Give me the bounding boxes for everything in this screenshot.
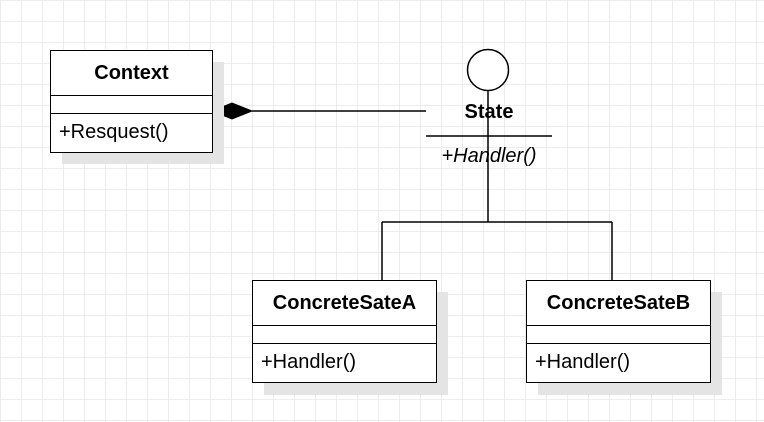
concrete-state-a-attributes bbox=[253, 326, 436, 344]
concrete-state-a-operation: +Handler() bbox=[261, 351, 357, 373]
context-class[interactable]: Context +Resquest() bbox=[50, 50, 213, 153]
context-class-operation: +Resquest() bbox=[59, 121, 169, 143]
state-interface-operation: +Handler() bbox=[441, 145, 537, 167]
concrete-state-b-operation: +Handler() bbox=[535, 351, 631, 373]
interface-lollipop-icon[interactable] bbox=[466, 48, 510, 92]
concrete-state-b-attributes bbox=[527, 326, 710, 344]
state-interface-name[interactable]: State bbox=[464, 101, 514, 123]
concrete-state-a-name: ConcreteSateA bbox=[253, 281, 436, 326]
concrete-state-b-name: ConcreteSateB bbox=[527, 281, 710, 326]
context-class-attributes bbox=[51, 96, 212, 114]
context-class-name: Context bbox=[51, 51, 212, 96]
concrete-state-a-class[interactable]: ConcreteSateA +Handler() bbox=[252, 280, 437, 383]
concrete-state-b-class[interactable]: ConcreteSateB +Handler() bbox=[526, 280, 711, 383]
